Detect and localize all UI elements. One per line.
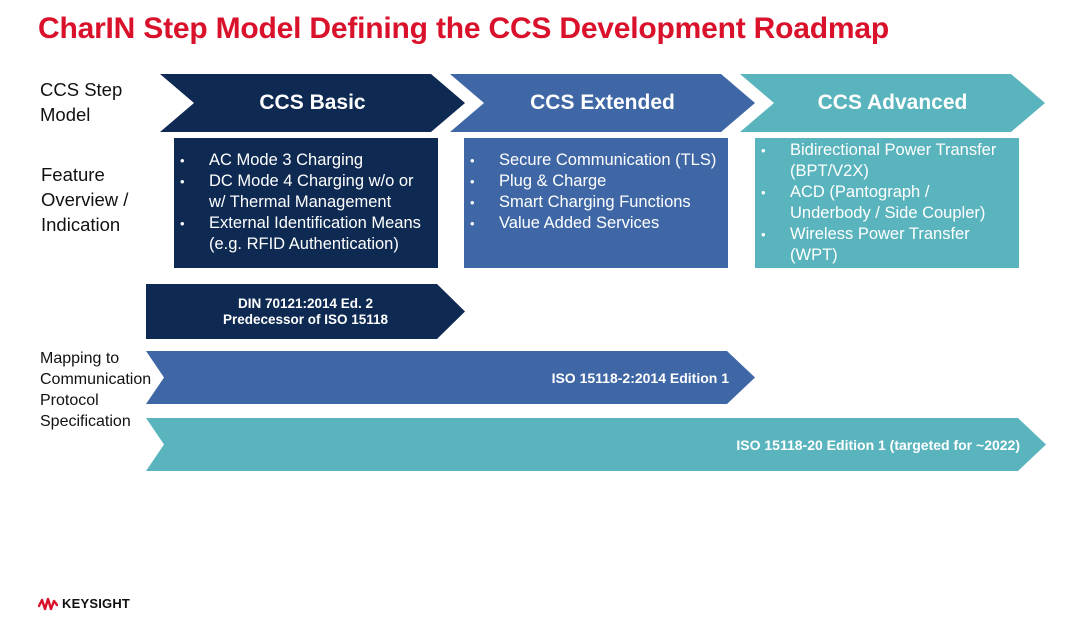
feature-item: DC Mode 4 Charging w/o or w/ Thermal Man…: [180, 171, 432, 213]
keysight-wave-icon: [38, 597, 58, 610]
feature-item: ACD (Pantograph / Underbody / Side Coupl…: [761, 182, 1013, 224]
protocol-iso20-label: ISO 15118-20 Edition 1 (targeted for ~20…: [736, 436, 1020, 453]
step-ccs-basic: CCS Basic: [160, 74, 465, 132]
features-advanced: Bidirectional Power Transfer (BPT/V2X) A…: [755, 138, 1019, 268]
step-ccs-extended-label: CCS Extended: [530, 91, 675, 114]
keysight-wordmark: KEYSIGHT: [62, 596, 131, 611]
protocol-din-subtitle: Predecessor of ISO 15118: [222, 311, 389, 327]
feature-item: Bidirectional Power Transfer (BPT/V2X): [761, 140, 1013, 182]
feature-item: Secure Communication (TLS): [470, 150, 722, 171]
protocol-din-title: DIN 70121:2014 Ed. 2: [237, 295, 374, 311]
protocol-iso-15118-2: ISO 15118-2:2014 Edition 1: [146, 351, 755, 404]
label-feature-overview: Feature Overview / Indication: [41, 164, 129, 235]
protocol-din-70121: DIN 70121:2014 Ed. 2 Predecessor of ISO …: [146, 284, 465, 339]
keysight-logo: KEYSIGHT: [38, 596, 130, 611]
feature-item: Value Added Services: [470, 213, 722, 234]
step-ccs-advanced-label: CCS Advanced: [817, 91, 968, 114]
feature-item: Smart Charging Functions: [470, 192, 722, 213]
protocol-iso-15118-20: ISO 15118-20 Edition 1 (targeted for ~20…: [146, 418, 1046, 471]
feature-item: Wireless Power Transfer (WPT): [761, 224, 1013, 266]
label-ccs-step-model: CCS Step Model: [40, 79, 123, 125]
feature-item: Plug & Charge: [470, 171, 722, 192]
features-basic: AC Mode 3 Charging DC Mode 4 Charging w/…: [174, 138, 438, 268]
protocol-iso2-label: ISO 15118-2:2014 Edition 1: [551, 369, 729, 386]
page-title: CharIN Step Model Defining the CCS Devel…: [38, 12, 889, 45]
step-ccs-advanced: CCS Advanced: [740, 74, 1045, 132]
label-mapping: Mapping to Communication Protocol Specif…: [40, 350, 152, 430]
step-ccs-basic-label: CCS Basic: [259, 91, 366, 114]
features-extended: Secure Communication (TLS) Plug & Charge…: [464, 138, 728, 268]
step-ccs-extended: CCS Extended: [450, 74, 755, 132]
feature-item: AC Mode 3 Charging: [180, 150, 432, 171]
feature-item: External Identification Means (e.g. RFID…: [180, 213, 432, 255]
